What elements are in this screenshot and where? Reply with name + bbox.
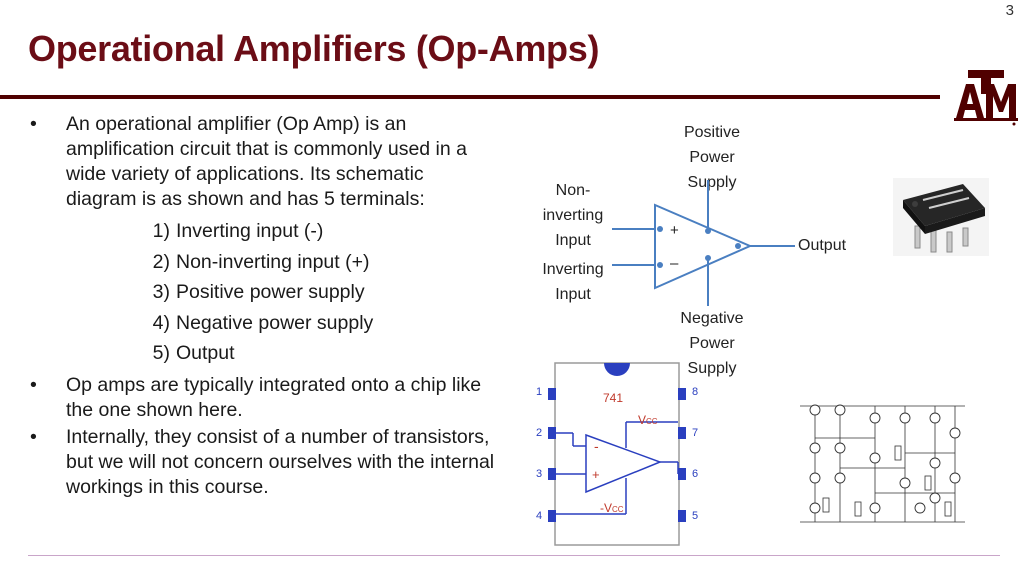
bullet-opamp-definition: • An operational amplifier (Op Amp) is a… bbox=[28, 112, 498, 212]
non-inverting-input-label: Non- inverting Input bbox=[542, 182, 604, 249]
footer-divider bbox=[28, 555, 1000, 556]
opamp-triangle bbox=[654, 203, 753, 290]
bullet-internals: • Internally, they consist of a number o… bbox=[28, 425, 498, 500]
bullet-list: • An operational amplifier (Op Amp) is a… bbox=[28, 112, 498, 500]
svg-text:1: 1 bbox=[536, 386, 542, 398]
svg-text:4: 4 bbox=[536, 510, 542, 522]
bullet-dot: • bbox=[30, 425, 37, 448]
output-label: Output bbox=[798, 237, 847, 254]
minus-sign: – bbox=[670, 255, 679, 272]
svg-text:8: 8 bbox=[692, 386, 698, 398]
vcc-label: VCC bbox=[638, 413, 658, 427]
opamp-symbol: + – bbox=[612, 180, 795, 306]
svg-text:2: 2 bbox=[536, 427, 542, 439]
pinout-minus: - bbox=[594, 438, 599, 454]
bullet-chip: • Op amps are typically integrated onto … bbox=[28, 373, 498, 423]
741-pinout-diagram: 1 2 3 4 8 7 6 5 741 VCC -VCC - + bbox=[528, 360, 708, 550]
svg-text:6: 6 bbox=[692, 468, 698, 480]
title-divider bbox=[0, 95, 940, 99]
terminal-item: 5)Output bbox=[152, 342, 235, 364]
positive-supply-label: Positive Power Supply bbox=[683, 124, 741, 191]
bullet-text: Internally, they consist of a number of … bbox=[66, 425, 495, 498]
inverting-input-label: Inverting Input bbox=[542, 261, 604, 303]
chip-notch bbox=[604, 363, 630, 376]
bullet-dot: • bbox=[30, 373, 37, 396]
slide-title: Operational Amplifiers (Op-Amps) bbox=[28, 28, 600, 69]
neg-vcc-label: -VCC bbox=[600, 501, 624, 515]
terminal-item: 1)Inverting input (-) bbox=[152, 220, 324, 242]
node-dot bbox=[657, 262, 663, 268]
terminal-item: 3)Positive power supply bbox=[152, 281, 365, 303]
terminal-item: 4)Negative power supply bbox=[152, 311, 374, 334]
bullet-text: Op amps are typically integrated onto a … bbox=[66, 373, 482, 421]
svg-text:3: 3 bbox=[536, 468, 542, 480]
svg-text:7: 7 bbox=[692, 427, 698, 439]
bullet-text: An operational amplifier (Op Amp) is an … bbox=[66, 113, 467, 210]
svg-text:5: 5 bbox=[692, 510, 698, 522]
negative-supply-label: Negative Power Supply bbox=[680, 310, 744, 377]
node-dot bbox=[735, 243, 741, 249]
chip-name: 741 bbox=[603, 391, 623, 405]
node-dot bbox=[705, 255, 711, 261]
atm-logo bbox=[954, 70, 1018, 126]
slide-number: 3 bbox=[1005, 2, 1014, 19]
node-dot bbox=[705, 228, 711, 234]
node-dot bbox=[657, 226, 663, 232]
pinout-plus: + bbox=[592, 467, 600, 482]
plus-sign: + bbox=[670, 222, 679, 239]
transistor-schematic bbox=[800, 404, 965, 523]
dip-chip-image bbox=[893, 178, 989, 256]
terminal-item: 2)Non-inverting input (+) bbox=[152, 250, 370, 273]
bullet-dot: • bbox=[30, 113, 37, 135]
terminal-list: 1)Inverting input (-) 2)Non-inverting in… bbox=[28, 216, 498, 369]
